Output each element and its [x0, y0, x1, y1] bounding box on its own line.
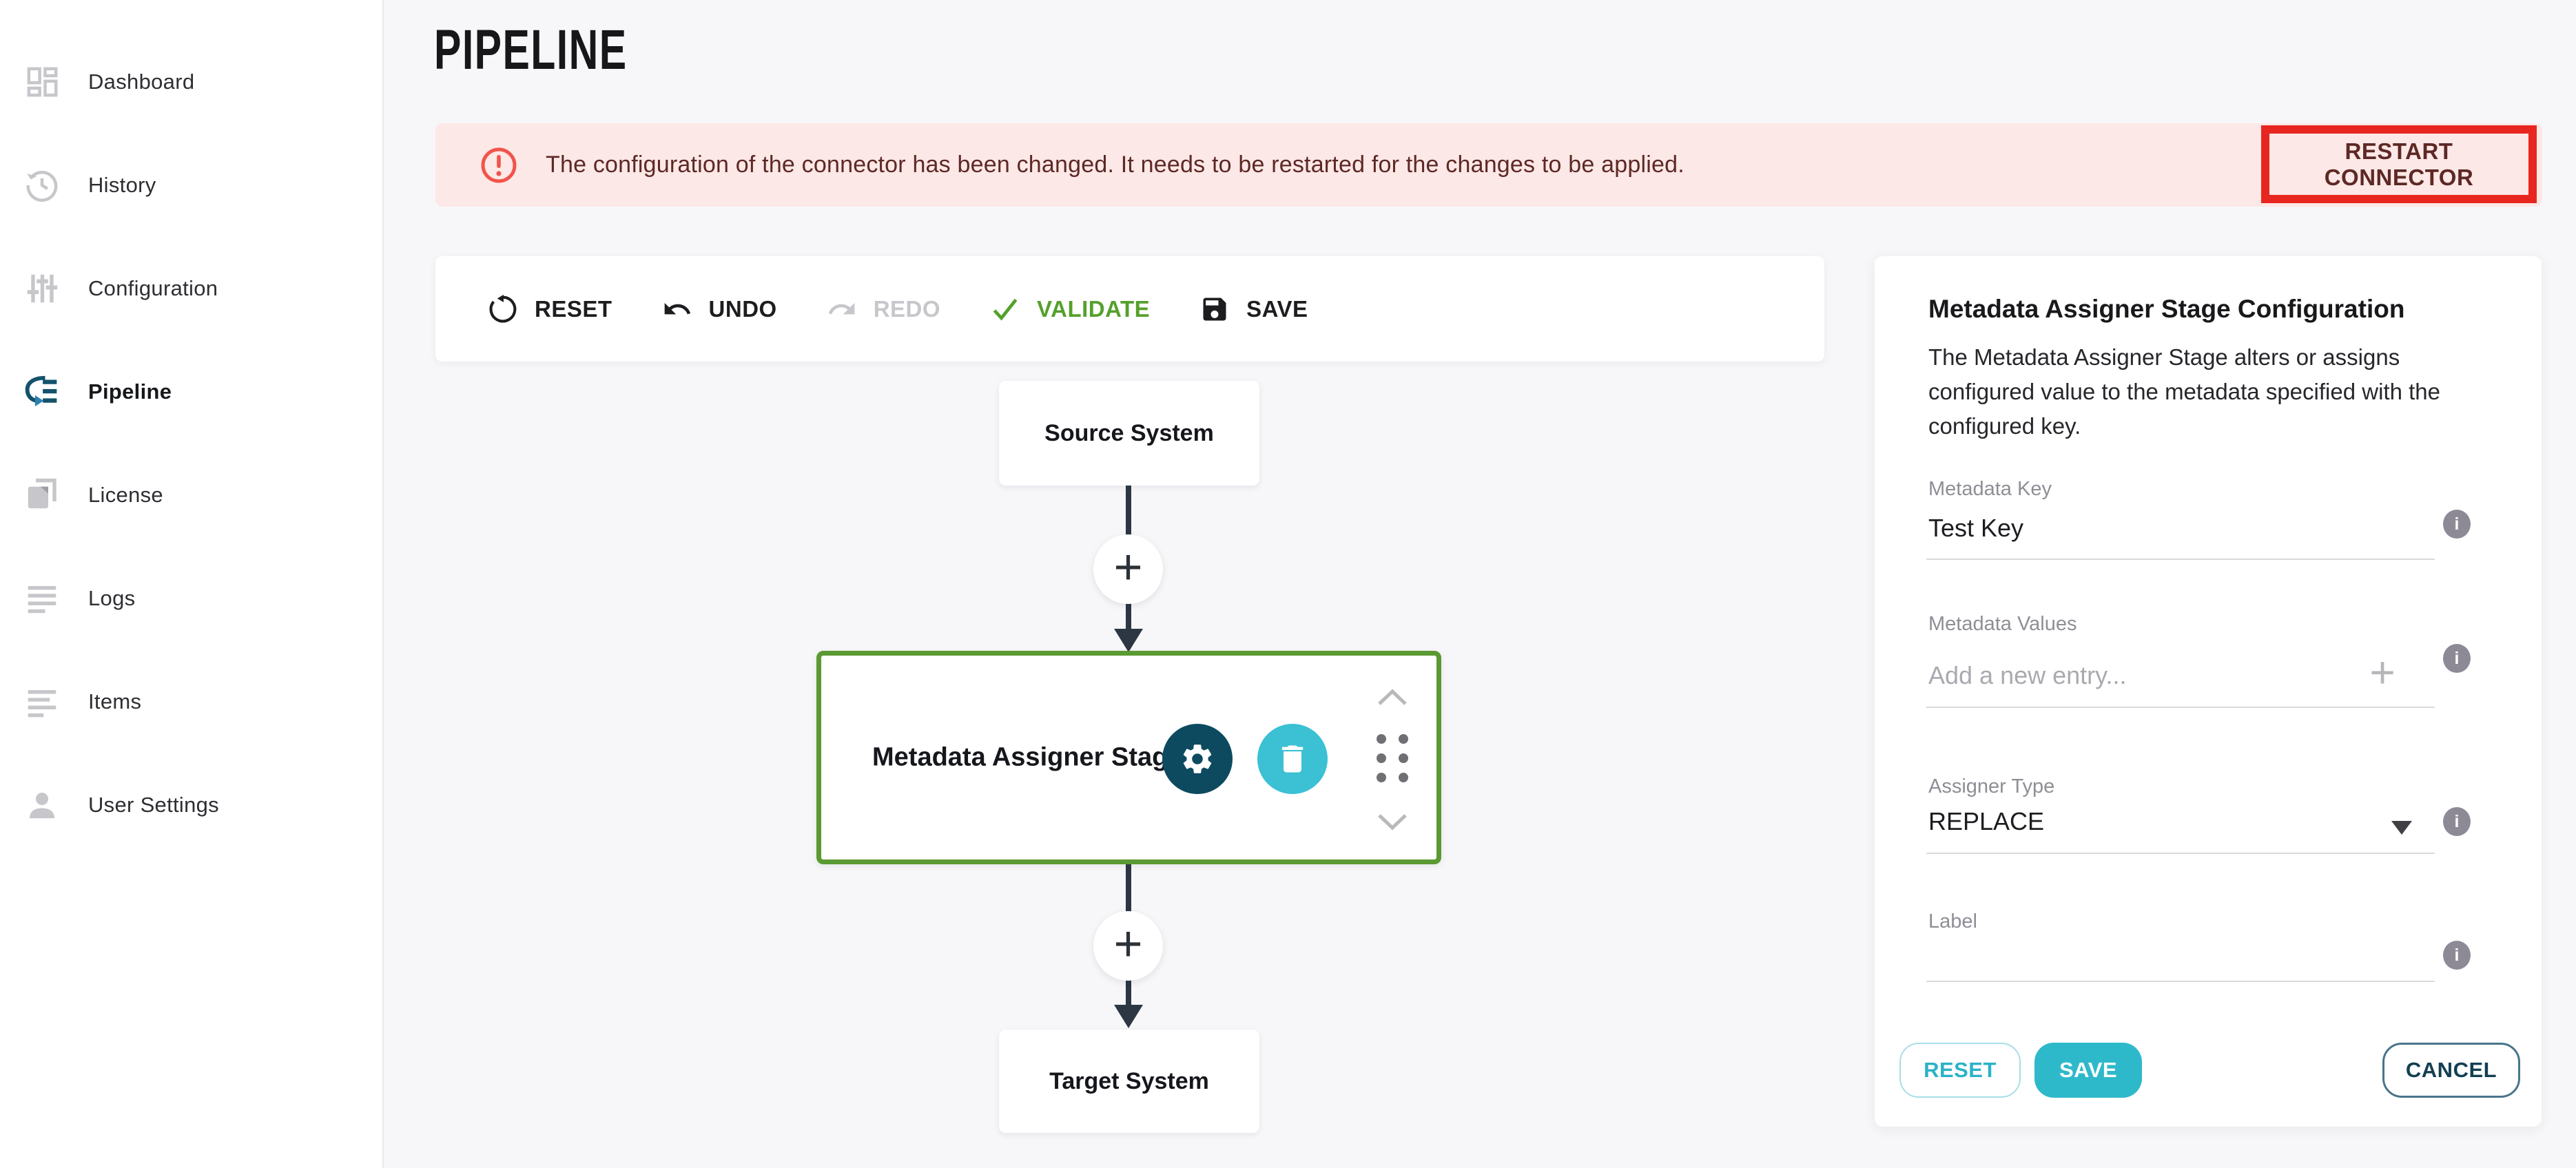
sidebar-item-label: User Settings	[88, 793, 219, 817]
tool-label: SAVE	[1246, 295, 1308, 322]
page-title: PIPELINE	[434, 19, 628, 81]
save-pipeline-button[interactable]: SAVE	[1199, 294, 1308, 324]
metadata-assigner-stage-node[interactable]: Metadata Assigner Stage	[816, 651, 1441, 864]
stage-delete-button[interactable]	[1257, 724, 1328, 794]
metadata-key-info-icon[interactable]: i	[2443, 510, 2471, 539]
sidebar-item-label: Logs	[88, 586, 136, 610]
stage-configuration-panel: Metadata Assigner Stage Configuration Th…	[1875, 256, 2542, 1127]
source-system-label: Source System	[1044, 419, 1214, 446]
add-stage-button[interactable]: +	[1093, 911, 1163, 981]
chevron-up-icon[interactable]	[1377, 687, 1408, 707]
panel-reset-button[interactable]: RESET	[1899, 1043, 2021, 1098]
user-icon	[22, 785, 62, 825]
plus-icon: +	[1113, 916, 1143, 972]
panel-title: Metadata Assigner Stage Configuration	[1928, 295, 2405, 323]
history-icon	[22, 165, 62, 205]
sidebar-item-label: Configuration	[88, 276, 218, 300]
pipeline-toolbar: RESET UNDO REDO VALIDATE SAVE	[435, 256, 1824, 362]
reset-pipeline-button[interactable]: RESET	[488, 294, 612, 324]
sidebar-item-label: Dashboard	[88, 70, 195, 94]
check-icon	[993, 298, 1018, 321]
sidebar-nav: Dashboard History	[0, 0, 382, 1168]
panel-cancel-button[interactable]: CANCEL	[2382, 1043, 2520, 1098]
chevron-down-icon[interactable]	[1377, 813, 1408, 832]
redo-icon	[828, 302, 855, 314]
source-system-node[interactable]: Source System	[999, 381, 1259, 486]
logs-icon	[22, 578, 62, 618]
sidebar-item-pipeline[interactable]: Pipeline	[0, 340, 382, 444]
license-icon	[22, 475, 62, 515]
add-entry-button[interactable]: +	[2360, 650, 2404, 694]
drag-handle[interactable]	[1377, 734, 1408, 786]
plus-icon: +	[1113, 539, 1143, 595]
warning-banner: The configuration of the connector has b…	[435, 123, 2542, 207]
sidebar-item-configuration[interactable]: Configuration	[0, 237, 382, 340]
metadata-key-input[interactable]	[1928, 514, 2342, 543]
stage-configure-button[interactable]	[1162, 724, 1233, 794]
field-underline	[1926, 707, 2435, 708]
field-underline	[1926, 981, 2435, 982]
configuration-icon	[22, 269, 62, 309]
sidebar: Dashboard History	[0, 0, 384, 1168]
items-icon	[22, 682, 62, 722]
save-icon	[1203, 298, 1226, 320]
stage-label: Metadata Assigner Stage	[872, 742, 1183, 772]
dropdown-caret-icon	[2391, 821, 2412, 835]
label-input[interactable]	[1928, 937, 2342, 966]
restart-connector-button[interactable]: RESTART CONNECTOR	[2269, 138, 2528, 191]
target-system-node[interactable]: Target System	[999, 1030, 1259, 1133]
assigner-type-select[interactable]: REPLACE	[1928, 807, 2435, 846]
edge-arrowhead	[1114, 629, 1143, 652]
sidebar-item-label: Pipeline	[88, 379, 172, 404]
redo-button[interactable]: REDO	[827, 294, 940, 324]
sidebar-item-history[interactable]: History	[0, 134, 382, 237]
tool-label: RESET	[535, 295, 612, 322]
label-info-icon[interactable]: i	[2443, 941, 2471, 970]
add-stage-button[interactable]: +	[1093, 534, 1163, 604]
banner-message: The configuration of the connector has b…	[546, 152, 1684, 178]
panel-description: The Metadata Assigner Stage alters or as…	[1928, 344, 2440, 439]
field-underline	[1926, 559, 2435, 560]
metadata-values-label: Metadata Values	[1928, 613, 2077, 635]
metadata-values-info-icon[interactable]: i	[2443, 644, 2471, 673]
panel-save-button[interactable]: SAVE	[2034, 1043, 2142, 1098]
sidebar-item-items[interactable]: Items	[0, 650, 382, 753]
reset-icon	[489, 294, 517, 322]
sidebar-item-dashboard[interactable]: Dashboard	[0, 30, 382, 134]
sidebar-item-label: History	[88, 173, 156, 197]
sidebar-item-license[interactable]: License	[0, 444, 382, 547]
metadata-values-input[interactable]	[1928, 661, 2342, 690]
dashboard-icon	[22, 62, 62, 102]
sidebar-item-label: License	[88, 483, 163, 507]
trash-icon	[1281, 745, 1304, 773]
assigner-type-value: REPLACE	[1928, 807, 2045, 835]
metadata-key-label: Metadata Key	[1928, 478, 2052, 500]
tool-label: UNDO	[708, 295, 777, 322]
assigner-type-info-icon[interactable]: i	[2443, 807, 2471, 836]
edge-arrowhead	[1114, 1005, 1143, 1028]
target-system-label: Target System	[1049, 1067, 1209, 1094]
restart-connector-highlight: RESTART CONNECTOR	[2261, 125, 2537, 203]
assigner-type-label: Assigner Type	[1928, 775, 2055, 797]
undo-button[interactable]: UNDO	[662, 294, 777, 324]
sidebar-item-logs[interactable]: Logs	[0, 547, 382, 650]
warning-icon	[480, 146, 518, 185]
field-underline	[1926, 853, 2435, 854]
tool-label: REDO	[873, 295, 941, 322]
undo-icon	[664, 302, 690, 314]
validate-button[interactable]: VALIDATE	[990, 294, 1150, 324]
tool-label: VALIDATE	[1037, 295, 1151, 322]
gear-icon	[1183, 744, 1212, 773]
sidebar-item-label: Items	[88, 689, 142, 713]
label-field-label: Label	[1928, 910, 1977, 932]
sidebar-item-user-settings[interactable]: User Settings	[0, 753, 382, 857]
pipeline-icon	[22, 372, 62, 412]
